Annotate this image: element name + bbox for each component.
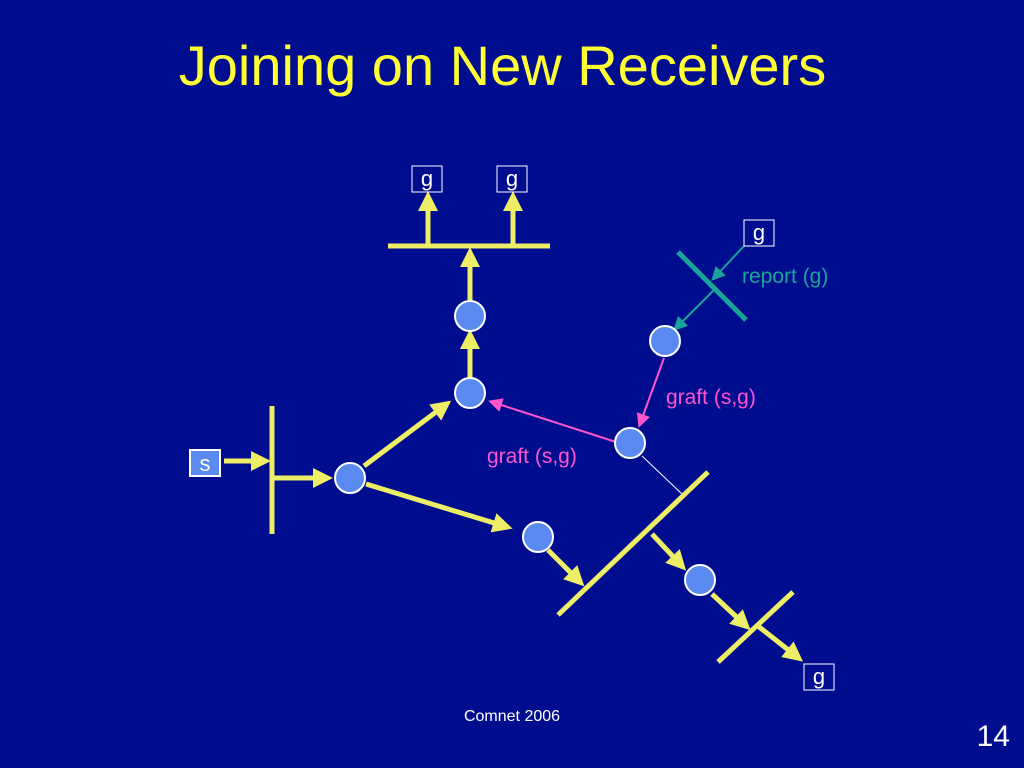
receiver-box-2: [496, 165, 528, 193]
footer-text: Comnet 2006: [463, 708, 561, 725]
router-1: [334, 462, 366, 494]
report-arrow-to-lan: [711, 245, 745, 281]
router-7: [649, 325, 681, 357]
receiver-box-1: [411, 165, 443, 193]
graft-label-lower: graft (s,g): [487, 445, 577, 468]
lan-bottom: [716, 590, 795, 664]
arrow-router-6-to-lan-bottom: [710, 592, 751, 631]
receiver-box-new: [743, 219, 775, 247]
receiver-label-1: g: [421, 166, 433, 191]
slide-title: Joining on New Receivers: [178, 34, 827, 97]
report-label: report (g): [742, 265, 828, 288]
arrow-router-1-to-router-2: [362, 400, 452, 468]
lan-new-receiver: [676, 250, 748, 322]
graft-label-upper: graft (s,g): [666, 386, 756, 409]
source-label: s: [200, 451, 211, 476]
router-2: [454, 377, 486, 409]
arrow-router-4-to-lan-middle: [546, 548, 585, 587]
report-arrow-to-router: [673, 289, 715, 331]
arrow-lan-bottom-to-receiver: [756, 624, 804, 662]
source-box: [189, 449, 221, 477]
router-5: [614, 427, 646, 459]
receiver-label-bottom: g: [813, 664, 825, 689]
receiver-label-2: g: [506, 166, 518, 191]
router-6: [684, 564, 716, 596]
graft-arrow-lower: [488, 398, 617, 443]
lan-middle: [556, 470, 710, 617]
router-4: [522, 521, 554, 553]
router-3: [454, 300, 486, 332]
link-router-5-to-lan: [641, 455, 683, 495]
arrow-router-1-to-router-4: [365, 481, 513, 533]
receiver-box-bottom: [803, 663, 835, 691]
page-number: 14: [976, 720, 1010, 753]
arrow-lan-middle-to-router-6: [650, 532, 687, 571]
graft-arrow-upper: [636, 357, 665, 428]
receiver-label-new: g: [753, 220, 765, 245]
